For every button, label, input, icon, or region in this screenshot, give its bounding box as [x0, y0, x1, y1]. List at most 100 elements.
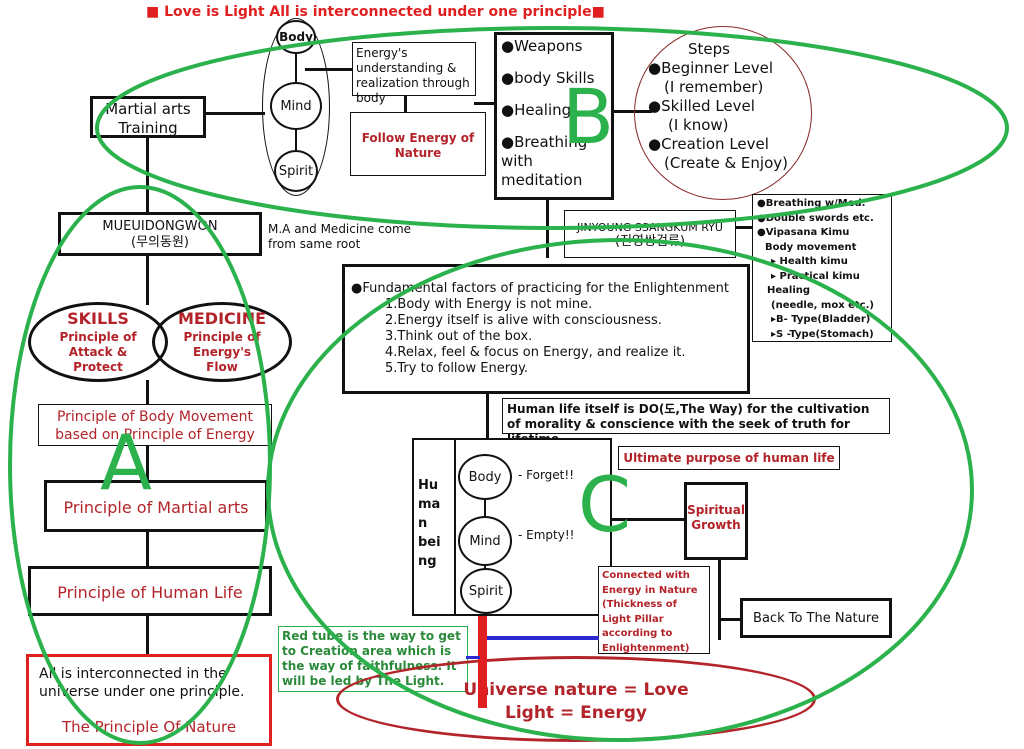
- connector: [146, 380, 149, 404]
- practice-item: ▸ Health kimu: [771, 256, 848, 267]
- step-skilled-sub: (I know): [668, 116, 729, 134]
- area-b-label: B: [562, 72, 614, 161]
- jinyoung-box: JINYOUNG SSANGKUM RYU (진영쌍검류): [564, 210, 736, 258]
- step-beginner: ●Beginner Level: [648, 59, 774, 77]
- ma-note-text: M.A and Medicine come from same root: [268, 222, 412, 251]
- area-c-text: C: [578, 460, 632, 549]
- mind-circle: Mind: [270, 82, 322, 130]
- practice-item: ●Vipasana Kimu: [757, 227, 850, 238]
- area-a-text: A: [100, 418, 152, 507]
- step-beginner-sub: (I remember): [664, 78, 764, 96]
- connector: [718, 558, 721, 640]
- hb-body-label: Body: [468, 469, 502, 485]
- body-label: Body: [279, 30, 313, 44]
- training-label: Martial arts Training: [105, 100, 191, 137]
- mueuidongwon-box: MUEUIDONGWON (무의동원): [58, 212, 262, 256]
- universe-line2: Light = Energy: [504, 703, 648, 723]
- universe-line1: Universe nature = Love: [463, 680, 689, 700]
- red-tube: [478, 616, 487, 708]
- connector: [146, 614, 149, 656]
- ultimate-purpose-box: Ultimate purpose of human life: [618, 446, 840, 470]
- steps-title: Steps: [688, 40, 730, 58]
- hb-spirit-circle: Spirit: [460, 568, 512, 614]
- spirit-label: Spirit: [278, 163, 314, 179]
- skills-title: SKILLS: [67, 309, 129, 328]
- connector: [146, 530, 149, 566]
- fundamental-factors-box: ●Fundamental factors of practicing for t…: [342, 264, 750, 394]
- practice-item: ▸S -Type(Stomach): [771, 328, 874, 340]
- practice-item: ●Double swords etc.: [757, 212, 874, 224]
- mind-label: Mind: [280, 98, 312, 114]
- empty-label: - Empty!!: [518, 528, 574, 543]
- universe-ellipse: Universe nature = Love Light = Energy: [336, 656, 816, 742]
- human-being-label: Hu ma n bei ng: [418, 476, 448, 571]
- spiritual-label: Spiritual Growth: [687, 503, 745, 532]
- connected-energy-box: Connected with Energy in Nature (Thickne…: [598, 566, 710, 654]
- fundamental-title: ●Fundamental factors of practicing for t…: [351, 281, 729, 296]
- steps-content: Steps ●Beginner Level (I remember) ●Skil…: [648, 40, 808, 173]
- practice-item: Healing: [767, 285, 811, 296]
- practice-item: ●Breathing w/Med.: [757, 198, 866, 209]
- spiritual-growth-box: Spiritual Growth: [684, 482, 748, 560]
- ultimate-label: Ultimate purpose of human life: [623, 451, 835, 465]
- back-to-nature-box: Back To The Nature: [740, 598, 892, 638]
- energy-note-text: Energy's understanding & realization thr…: [356, 46, 470, 105]
- step-creation-sub: (Create & Enjoy): [664, 154, 788, 172]
- nature-text: All is interconnected in the universe un…: [39, 666, 245, 700]
- diagram-title: ■ Love is Light All is interconnected un…: [146, 4, 605, 20]
- connector: [454, 440, 456, 614]
- area-c-label: C: [578, 460, 631, 549]
- hb-mind-label: Mind: [469, 533, 501, 549]
- fundamental-item: 1.Body with Energy is not mine.: [385, 297, 593, 312]
- connector: [146, 255, 149, 305]
- ma-medicine-note: M.A and Medicine come from same root: [268, 222, 438, 252]
- human-life-note: Human life itself is DO(도,The Way) for t…: [502, 398, 890, 446]
- medicine-ellipse: MEDICINE Principle of Energy's Flow: [152, 302, 292, 382]
- practice-item: ▸ Practical kimu: [771, 270, 860, 282]
- forget-text: - Forget!!: [518, 468, 575, 482]
- principle-martial-arts-box: Principle of Martial arts: [44, 480, 268, 532]
- blue-connector: [487, 636, 599, 640]
- principle-body-label: Principle of Body Movement based on Prin…: [55, 409, 255, 443]
- skills-sub: Principle of Attack & Protect: [59, 330, 137, 374]
- area-a-label: A: [100, 418, 152, 507]
- follow-energy-label: Follow Energy of Nature: [361, 131, 475, 160]
- skills-ellipse: SKILLS Principle of Attack & Protect: [28, 302, 168, 382]
- medicine-title: MEDICINE: [177, 309, 267, 328]
- connected-text: Connected with Energy in Nature (Thickne…: [602, 570, 698, 654]
- hb-mind-circle: Mind: [458, 516, 512, 566]
- principle-human-life-box: Principle of Human Life: [28, 566, 272, 616]
- connector: [205, 112, 265, 115]
- follow-energy-box: Follow Energy of Nature: [350, 112, 486, 176]
- hb-body-circle: Body: [458, 454, 512, 500]
- fundamental-item: 3.Think out of the box.: [385, 329, 533, 344]
- area-b-text: B: [562, 72, 615, 161]
- fundamental-item: 4.Relax, feel & focus on Energy, and rea…: [385, 345, 686, 360]
- back-nature-label: Back To The Nature: [753, 611, 879, 626]
- connector: [146, 137, 149, 215]
- connector: [718, 618, 740, 621]
- practice-list-box: ●Breathing w/Med. ●Double swords etc. ●V…: [752, 194, 892, 342]
- jinyoung-line2: (진영쌍검류): [615, 234, 685, 249]
- principle-life-label: Principle of Human Life: [57, 583, 243, 602]
- martial-arts-training-box: Martial arts Training: [90, 96, 206, 138]
- hb-spirit-label: Spirit: [468, 583, 504, 599]
- principle-body-movement-box: Principle of Body Movement based on Prin…: [38, 404, 272, 446]
- fundamental-item: 5.Try to follow Energy.: [385, 361, 529, 376]
- principle-martial-label: Principle of Martial arts: [63, 498, 249, 517]
- connector: [474, 102, 496, 105]
- medicine-sub: Principle of Energy's Flow: [183, 330, 261, 374]
- practice-item: (needle, mox etc.): [771, 299, 874, 311]
- step-creation: ●Creation Level: [648, 135, 769, 153]
- human-being-text: Hu ma n bei ng: [418, 478, 441, 569]
- principle-of-nature-box: All is interconnected in the universe un…: [26, 654, 272, 746]
- nature-title: The Principle Of Nature: [61, 718, 237, 736]
- spirit-circle: Spirit: [274, 150, 318, 192]
- mueui-line2: (무의동원): [131, 235, 189, 250]
- energy-understanding-note: Energy's understanding & realization thr…: [352, 42, 476, 105]
- connector: [734, 226, 754, 229]
- blue-connector: [466, 656, 480, 659]
- connector: [486, 392, 489, 438]
- empty-text: - Empty!!: [518, 528, 575, 542]
- mueui-line1: MUEUIDONGWON: [102, 219, 218, 234]
